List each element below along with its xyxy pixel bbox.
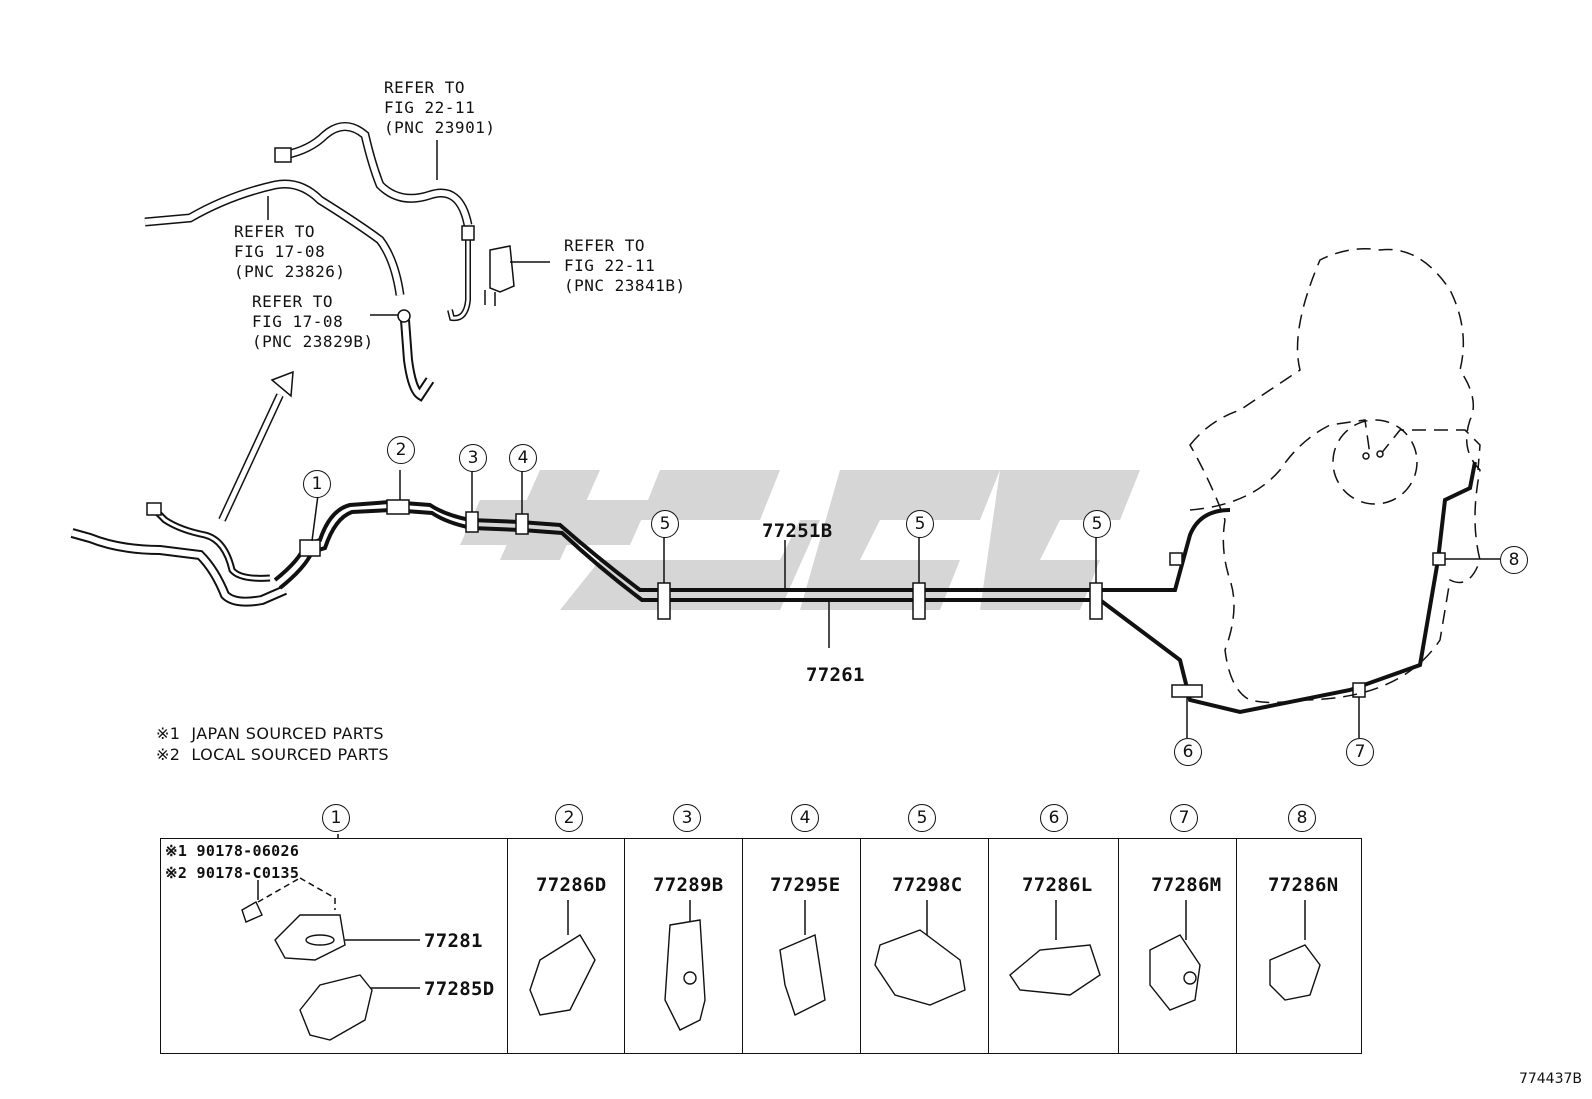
circle-number-5a: 5 — [651, 510, 679, 538]
figure-id: 774437B — [1518, 1071, 1582, 1087]
table-divider — [1236, 838, 1237, 1054]
callout-23841b: REFER TO FIG 22-11 (PNC 23841B) — [564, 236, 686, 295]
table-divider — [988, 838, 989, 1054]
note-japan-sourced: ※1 JAPAN SOURCED PARTS — [156, 724, 384, 743]
table-header-5: 5 — [908, 804, 936, 832]
part-number-77286l: 77286L — [1022, 874, 1093, 896]
note-local-sourced: ※2 LOCAL SOURCED PARTS — [156, 745, 389, 764]
table-header-8: 8 — [1288, 804, 1316, 832]
table-divider — [507, 838, 508, 1054]
circle-number-4: 4 — [509, 444, 537, 472]
table-divider — [624, 838, 625, 1054]
part-number-77289b: 77289B — [653, 874, 724, 896]
part-number-77286n: 77286N — [1268, 874, 1339, 896]
table-header-6: 6 — [1040, 804, 1068, 832]
table-header-4: 4 — [791, 804, 819, 832]
cell1-note-local: ※2 90178-C0135 — [165, 864, 300, 882]
part-number-77295e: 77295E — [770, 874, 841, 896]
table-divider — [860, 838, 861, 1054]
table-header-3: 3 — [673, 804, 701, 832]
circle-number-8: 8 — [1500, 546, 1528, 574]
callout-23829b: REFER TO FIG 17-08 (PNC 23829B) — [252, 292, 374, 351]
part-number-77298c: 77298C — [892, 874, 963, 896]
circle-number-1: 1 — [303, 470, 331, 498]
callout-23826: REFER TO FIG 17-08 (PNC 23826) — [234, 222, 346, 281]
circle-number-2: 2 — [387, 436, 415, 464]
table-divider — [742, 838, 743, 1054]
circle-number-5c: 5 — [1083, 510, 1111, 538]
part-number-77285d: 77285D — [424, 978, 495, 1000]
parts-detail-table — [160, 838, 1362, 1054]
table-header-2: 2 — [555, 804, 583, 832]
table-header-7: 7 — [1170, 804, 1198, 832]
circle-number-3: 3 — [459, 444, 487, 472]
part-number-77286d: 77286D — [536, 874, 607, 896]
table-divider — [1118, 838, 1119, 1054]
callout-23901: REFER TO FIG 22-11 (PNC 23901) — [384, 78, 496, 137]
circle-number-5b: 5 — [906, 510, 934, 538]
part-number-77281: 77281 — [424, 930, 483, 952]
circle-number-7: 7 — [1346, 738, 1374, 766]
cell1-note-japan: ※1 90178-06026 — [165, 842, 300, 860]
circle-number-6: 6 — [1174, 738, 1202, 766]
part-number-77261: 77261 — [806, 664, 865, 686]
table-header-1: 1 — [322, 804, 350, 832]
part-number-77251b: 77251B — [762, 520, 833, 542]
part-number-77286m: 77286M — [1151, 874, 1222, 896]
